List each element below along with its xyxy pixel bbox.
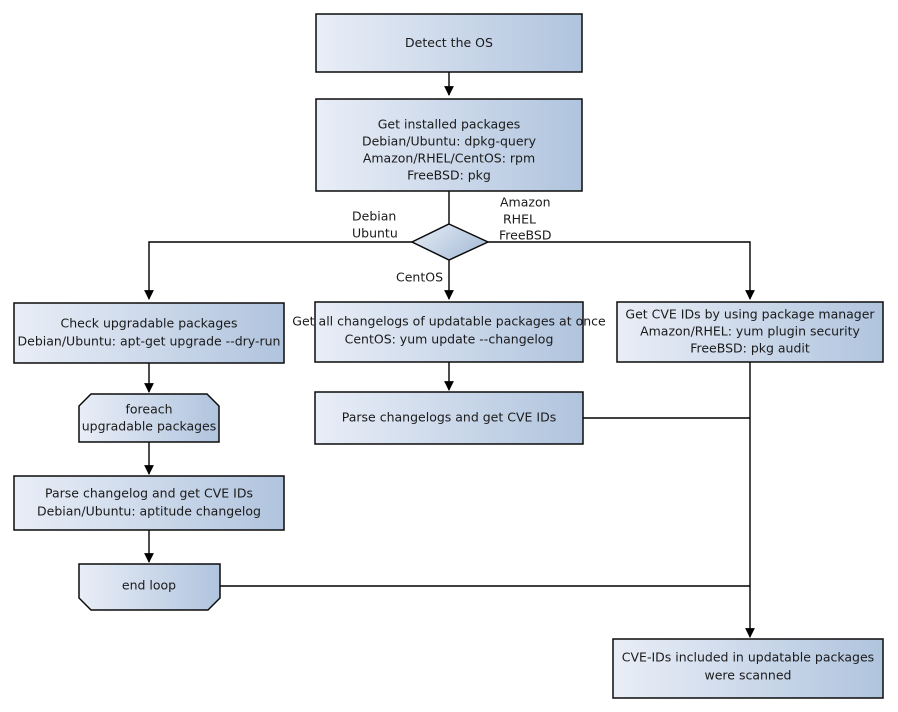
- node-check-upgradable-packages[interactable]: Check upgradable packages Debian/Ubuntu:…: [13, 302, 285, 364]
- edge-decision-to-cve-ids: [488, 241, 755, 300]
- edge-label-line-2: Ubuntu: [352, 226, 398, 241]
- node-label-line-3: FreeBSD: pkg audit: [690, 341, 810, 356]
- edge-label-line-1: Debian: [352, 209, 396, 224]
- node-foreach-loop-start[interactable]: foreach upgradable packages: [78, 393, 220, 443]
- node-parse-changelog-cve[interactable]: Parse changelog and get CVE IDs Debian/U…: [13, 475, 285, 531]
- node-get-installed-packages[interactable]: Get installed packages Debian/Ubuntu: dp…: [315, 98, 583, 192]
- loop-start-shape: [78, 393, 220, 443]
- decision-diamond-shape: [410, 223, 490, 261]
- node-label-line-1: Parse changelog and get CVE IDs: [45, 486, 253, 501]
- node-label-line-2: Debian/Ubuntu: apt-get upgrade --dry-run: [18, 334, 281, 349]
- node-shape: [13, 475, 285, 531]
- node-label-line-2: CentOS: yum update --changelog: [345, 332, 554, 347]
- node-label-line-2: Amazon/RHEL: yum plugin security: [640, 324, 860, 339]
- connectors: [144, 72, 755, 638]
- edge-label-line-1: CentOS: [396, 270, 443, 285]
- edge-label-amazon-rhel-freebsd: Amazon RHEL FreeBSD: [499, 195, 551, 243]
- node-label-line-1: Get CVE IDs by using package manager: [625, 307, 875, 322]
- node-shape: [314, 391, 584, 445]
- node-label-line-2: were scanned: [705, 668, 792, 683]
- node-get-all-changelogs[interactable]: Get all changelogs of updatable packages…: [292, 301, 606, 363]
- node-label-line-2: upgradable packages: [82, 419, 217, 434]
- node-label: Detect the OS: [405, 35, 493, 50]
- node-label-line-1: Check upgradable packages: [61, 316, 238, 331]
- node-label-line-1: Get installed packages: [378, 117, 521, 132]
- node-label-line-3: Amazon/RHEL/CentOS: rpm: [363, 151, 535, 166]
- node-shape: [612, 638, 884, 699]
- loop-end-shape: [78, 563, 221, 611]
- node-detect-os[interactable]: Detect the OS: [315, 13, 583, 73]
- node-get-cve-ids-package-manager[interactable]: Get CVE IDs by using package manager Ama…: [616, 301, 884, 363]
- node-end-loop[interactable]: end loop: [78, 563, 221, 611]
- node-parse-changelogs-cve[interactable]: Parse changelogs and get CVE IDs: [314, 391, 584, 445]
- node-label-line-1: Get all changelogs of updatable packages…: [292, 314, 606, 329]
- node-label: Parse changelogs and get CVE IDs: [342, 410, 556, 425]
- node-shape: [13, 302, 285, 364]
- edge-label-line-3: FreeBSD: [499, 228, 551, 243]
- node-shape: [315, 13, 583, 73]
- node-shape: [315, 98, 583, 192]
- node-shape: [616, 301, 884, 363]
- edge-label-line-1: Amazon: [500, 195, 551, 210]
- node-shape: [314, 301, 584, 363]
- edge-label-line-2: RHEL: [503, 212, 536, 227]
- edge-decision-to-check-upgradable: [144, 241, 412, 300]
- edge-label-centos: CentOS: [396, 270, 443, 285]
- node-os-decision[interactable]: [410, 223, 490, 261]
- node-label-line-2: Debian/Ubuntu: dpkg-query: [362, 134, 537, 149]
- node-label-line-4: FreeBSD: pkg: [407, 168, 491, 183]
- node-scan-complete[interactable]: CVE-IDs included in updatable packages w…: [612, 638, 884, 699]
- node-label-line-1: CVE-IDs included in updatable packages: [622, 650, 874, 665]
- node-label-line-2: Debian/Ubuntu: aptitude changelog: [37, 504, 261, 519]
- edge-label-debian-ubuntu: Debian Ubuntu: [352, 209, 398, 241]
- node-label-line-1: foreach: [125, 402, 172, 417]
- node-label: end loop: [122, 578, 176, 593]
